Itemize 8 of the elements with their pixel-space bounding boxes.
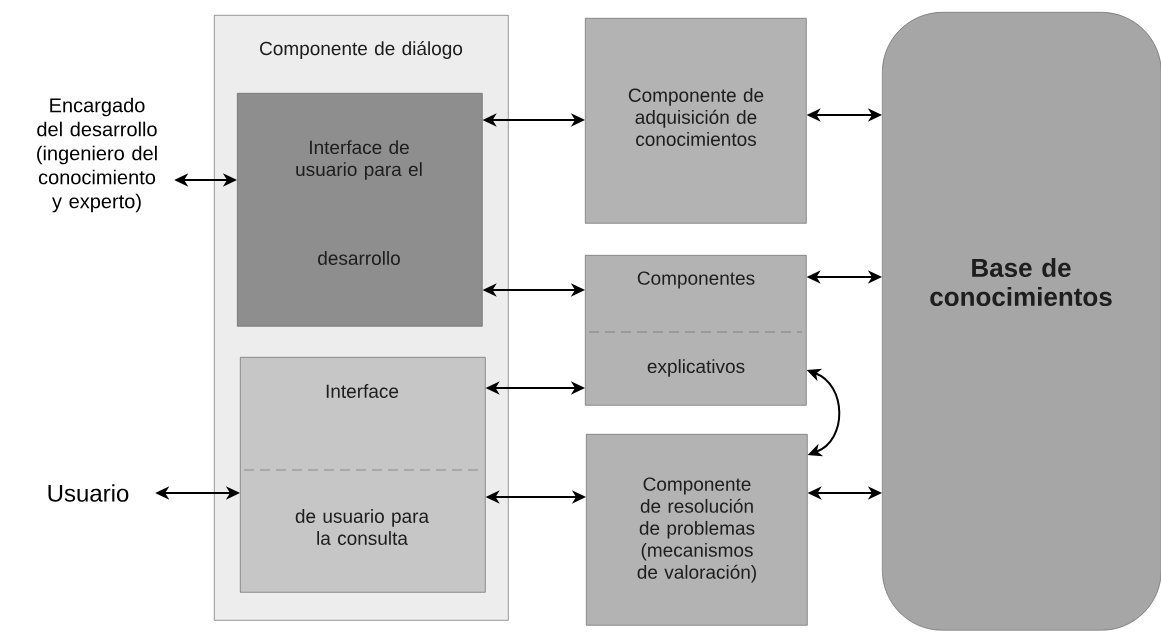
component-box: Componente de adquisición de conocimientos [585,18,807,224]
interface-box: Interface de usuario para el desarrollo [237,93,483,327]
component-box: Componente de resolución de problemas (mecanismos de valoración) [586,434,808,626]
knowledge-base-box: Base de conocimientos [882,12,1161,631]
actor-label: Usuario [48,484,129,502]
component-box: Componentes explicativos [585,255,807,406]
actor-label: Encargado del desarrollo (ingeniero del conocimiento y experto) [37,97,157,213]
interface-box: Interface de usuario para la consulta [240,357,486,593]
